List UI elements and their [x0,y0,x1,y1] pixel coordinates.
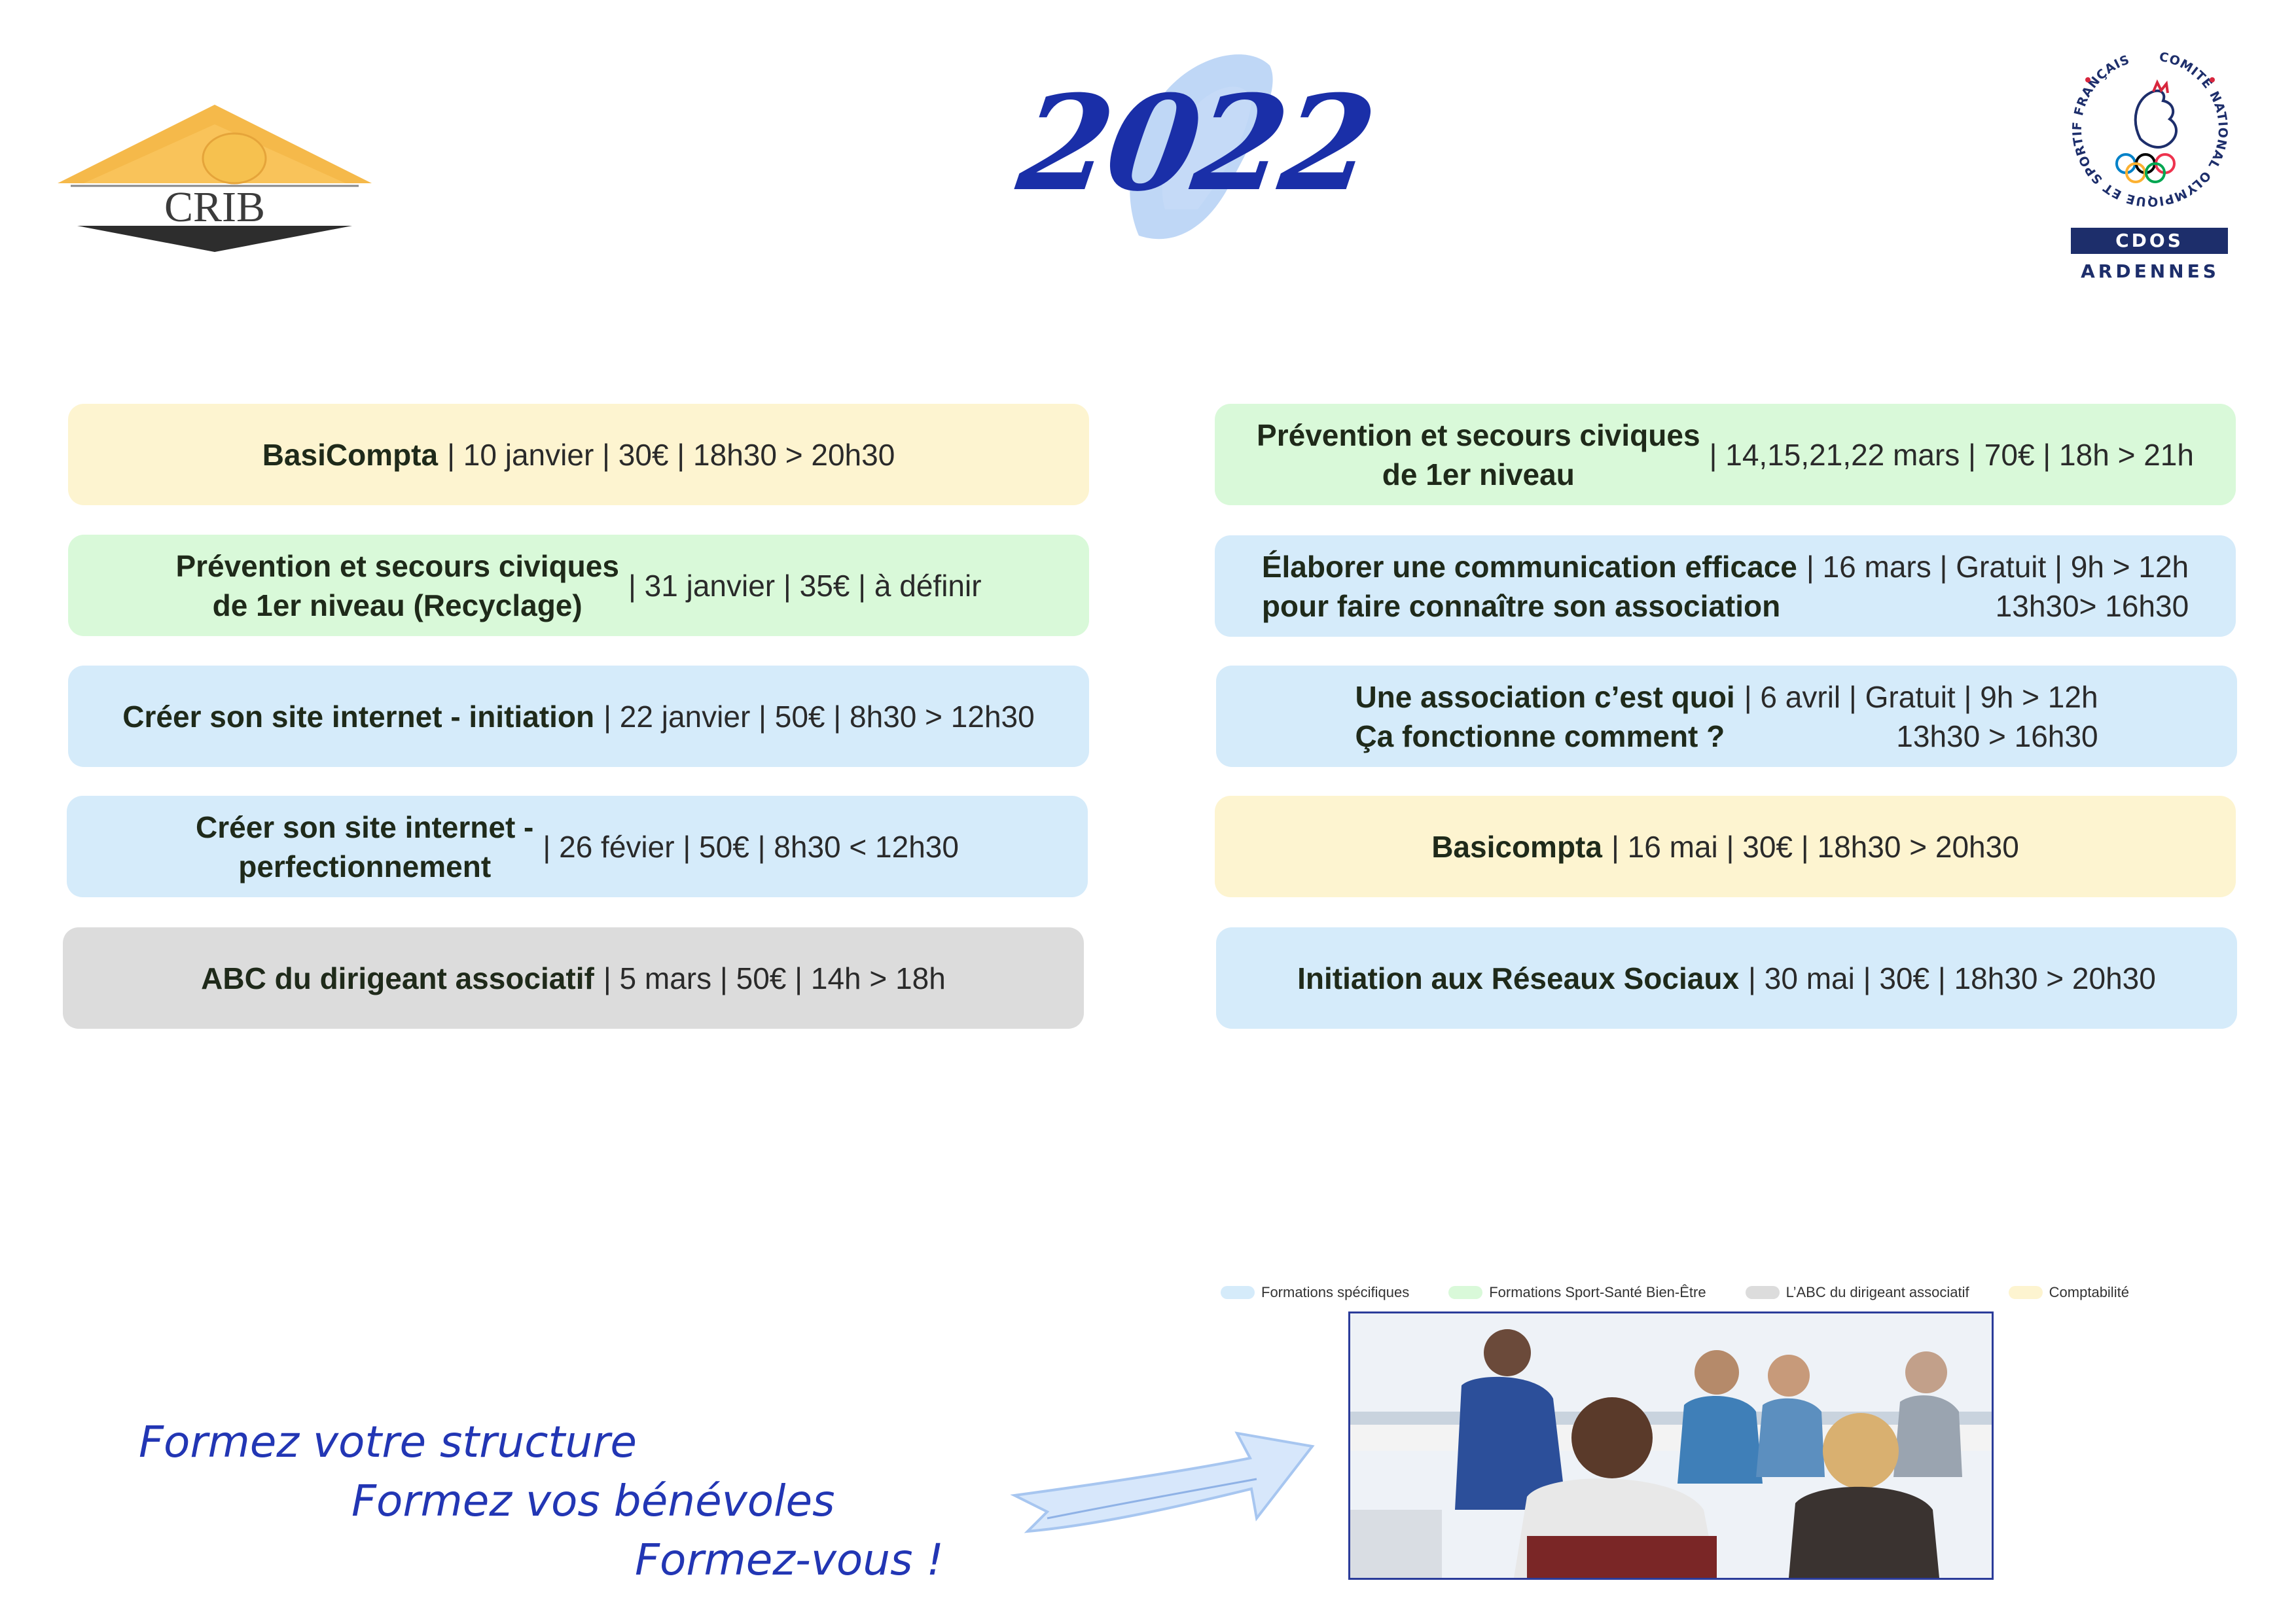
course-title: Prévention et secours civiques de 1er ni… [175,548,619,622]
course-card-abc-dirigeant: ABC du dirigeant associatif | 5 mars | 5… [63,927,1084,1029]
legend-item-accounting: Comptabilité [2008,1284,2129,1301]
course-title: Une association c’est quoi Ça fonctionne… [1355,679,1735,753]
category-legend: Formations spécifiques Formations Sport-… [1221,1279,2170,1306]
cnosf-ring-text: COMITÉ NATIONAL OLYMPIQUE ET SPORTIF FRA… [2070,50,2229,209]
legend-label: Formations spécifiques [1261,1284,1410,1300]
legend-label: Comptabilité [2049,1284,2129,1300]
course-card-website-initiation: Créer son site internet - initiation | 2… [68,666,1089,767]
course-details: | 30 mai | 30€ | 18h30 > 20h30 [1748,961,2156,995]
svg-text:COMITÉ NATIONAL OLYMPIQUE ET S: COMITÉ NATIONAL OLYMPIQUE ET SPORTIF FRA… [2070,50,2230,209]
course-card-website-perfectionnement: Créer son site internet - perfectionneme… [67,796,1088,897]
course-title: ABC du dirigeant associatif [201,961,594,995]
course-title: Prévention et secours civiques de 1er ni… [1257,418,1700,491]
legend-label: Formations Sport-Santé Bien-Être [1489,1284,1706,1300]
course-card-association-basics: Une association c’est quoi Ça fonctionne… [1216,666,2237,767]
course-title: BasiCompta [262,437,439,472]
course-title: Initiation aux Réseaux Sociaux [1297,961,1740,995]
slogan-line-3: Formez-vous ! [635,1535,944,1585]
cdos-band: CDOS [2071,228,2228,254]
course-card-basicompta-january: BasiCompta | 10 janvier | 30€ | 18h30 > … [68,404,1089,505]
legend-item-leader: L’ABC du dirigeant associatif [1745,1284,1969,1301]
legend-swatch [1448,1286,1483,1299]
cdos-region: ARDENNES [2081,260,2219,282]
legend-swatch [1221,1286,1255,1299]
year-text: 2022 [1010,67,1381,221]
legend-item-specific: Formations spécifiques [1221,1284,1409,1301]
course-card-social-networks: Initiation aux Réseaux Sociaux | 30 mai … [1216,927,2237,1029]
course-card-basicompta-may: Basicompta | 16 mai | 30€ | 18h30 > 20h3… [1215,796,2236,897]
course-details: | 5 mars | 50€ | 14h > 18h [603,961,946,995]
legend-item-health: Formations Sport-Santé Bien-Être [1448,1284,1706,1301]
brush-stroke-decoration [1130,54,1273,240]
slogan-line-2: Formez vos bénévoles [351,1476,835,1526]
training-photo [1348,1311,1994,1580]
course-details: | 26 févier | 50€ | 8h30 < 12h30 [543,829,959,864]
course-title: Basicompta [1431,829,1602,864]
legend-swatch [2008,1286,2043,1299]
course-details: | 16 mars | Gratuit | 9h > 12h 13h30> 16… [1806,549,2189,623]
course-title: Créer son site internet - perfectionneme… [196,810,534,883]
arrow-decoration [1010,1431,1315,1533]
course-details: | 16 mai | 30€ | 18h30 > 20h30 [1611,829,2019,864]
course-card-psc1-recyclage: Prévention et secours civiques de 1er ni… [68,535,1089,636]
course-card-psc1-march: Prévention et secours civiques de 1er ni… [1215,404,2236,505]
course-details: | 14,15,21,22 mars | 70€ | 18h > 21h [1709,437,2194,472]
course-details: | 22 janvier | 50€ | 8h30 > 12h30 [603,699,1035,734]
course-details: | 10 janvier | 30€ | 18h30 > 20h30 [447,437,895,472]
course-details: | 31 janvier | 35€ | à définir [628,568,982,603]
slogan-line-1: Formez votre structure [139,1417,637,1467]
crib-logo-text: CRIB [164,183,265,231]
year-heading: 2022 [1011,39,1380,249]
course-card-communication: Élaborer une communication efficace pour… [1215,535,2236,637]
course-details: | 6 avril | Gratuit | 9h > 12h 13h30 > 1… [1744,679,2098,753]
legend-label: L’ABC du dirigeant associatif [1785,1284,1969,1300]
legend-swatch [1745,1286,1780,1299]
cdos-ardennes-logo: COMITÉ NATIONAL OLYMPIQUE ET SPORTIF FRA… [2062,41,2238,289]
classroom-illustration [1350,1313,1992,1578]
cnosf-emblem: COMITÉ NATIONAL OLYMPIQUE ET SPORTIF FRA… [2070,50,2230,209]
course-title: Créer son site internet - initiation [122,699,595,734]
crib-logo: CRIB [58,105,372,252]
course-title: Élaborer une communication efficace pour… [1261,549,1797,623]
